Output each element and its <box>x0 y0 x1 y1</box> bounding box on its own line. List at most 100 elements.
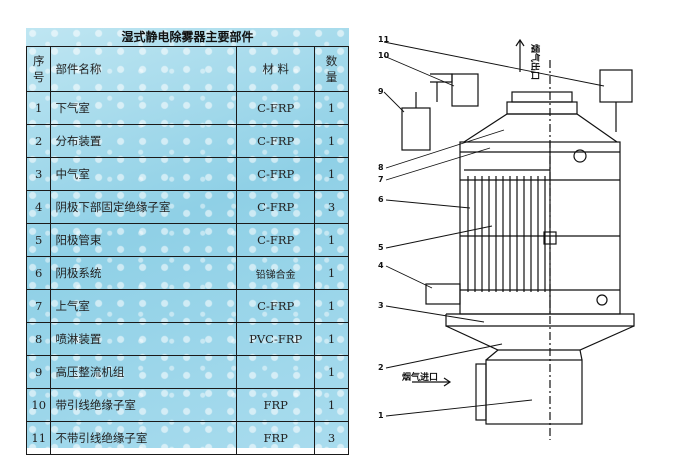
header-no-line2: 号 <box>32 70 45 84</box>
callout-2: 2 <box>378 363 384 372</box>
cell-material: 铅锑合金 <box>236 256 315 290</box>
cell-material <box>236 355 315 389</box>
cell-qty: 1 <box>313 322 350 356</box>
inlet-flange <box>475 363 487 421</box>
header-no: 序 号 <box>25 46 52 92</box>
cell-no: 11 <box>25 421 52 455</box>
cell-name: 下气室 <box>50 91 238 125</box>
sight-port-bottom <box>596 294 608 306</box>
cell-qty: 1 <box>313 91 350 125</box>
cell-qty: 1 <box>313 289 350 323</box>
outlet-stack <box>599 69 633 103</box>
cell-material: C-FRP <box>236 91 315 125</box>
cell-material: PVC-FRP <box>236 322 315 356</box>
cell-qty: 1 <box>313 157 350 191</box>
callout-9: 9 <box>378 87 384 96</box>
cell-name: 阳极管束 <box>50 223 238 257</box>
callout-1: 1 <box>378 411 384 420</box>
cell-qty: 3 <box>313 190 350 224</box>
callout-5: 5 <box>378 243 384 252</box>
wesp-drawing: 11 10 9 8 7 6 5 4 3 2 1 烟气进口 烟气出口 <box>372 30 672 448</box>
cell-qty: 1 <box>313 388 350 422</box>
cell-material: FRP <box>236 388 315 422</box>
cell-name: 不带引线绝缘子室 <box>50 421 238 455</box>
cell-no: 6 <box>25 256 52 290</box>
header-name: 部件名称 <box>50 46 238 92</box>
inlet-duct <box>485 359 583 425</box>
insulator-room-10 <box>451 73 479 107</box>
anode-tube-bundle <box>467 176 546 292</box>
table-title: 湿式静电除雾器主要部件 <box>121 30 254 44</box>
top-hatch <box>506 101 578 115</box>
callout-4: 4 <box>378 261 384 270</box>
cell-qty: 1 <box>313 124 350 158</box>
header-qty: 数 量 <box>313 46 350 92</box>
outlet-label: 烟气出口 <box>529 44 541 80</box>
cell-name: 带引线绝缘子室 <box>50 388 238 422</box>
cell-qty: 1 <box>313 256 350 290</box>
header-qty-line1: 数 <box>325 54 338 68</box>
cell-no: 9 <box>25 355 52 389</box>
cell-name: 阴极系统 <box>50 256 238 290</box>
cell-qty: 1 <box>313 223 350 257</box>
cell-name: 分布装置 <box>50 124 238 158</box>
top-cone <box>463 113 618 143</box>
callout-7: 7 <box>378 175 384 184</box>
callout-leaders <box>383 41 605 417</box>
callout-6: 6 <box>378 195 384 204</box>
table-header-row: 序 号 部件名称 材 料 数 量 <box>25 46 350 92</box>
cell-no: 5 <box>25 223 52 257</box>
cell-name: 上气室 <box>50 289 238 323</box>
sight-port-top <box>573 149 587 163</box>
cell-material: C-FRP <box>236 124 315 158</box>
lower-cone <box>445 325 635 351</box>
hv-lead <box>430 73 453 83</box>
callout-11: 11 <box>378 35 390 44</box>
cell-no: 3 <box>25 157 52 191</box>
header-qty-line2: 量 <box>325 70 338 84</box>
callout-8: 8 <box>378 163 384 172</box>
cell-no: 10 <box>25 388 52 422</box>
cell-no: 4 <box>25 190 52 224</box>
inlet-label: 烟气进口 <box>402 371 438 383</box>
inlet-arrowhead <box>443 377 452 387</box>
cell-material: FRP <box>236 421 315 455</box>
callout-10: 10 <box>378 51 390 60</box>
header-no-line1: 序 <box>32 54 45 68</box>
cell-name: 高压整流机组 <box>50 355 238 389</box>
wesp-drawing-svg: 11 10 9 8 7 6 5 4 3 2 1 烟气进口 烟气出口 <box>378 35 635 440</box>
header-material: 材 料 <box>236 46 315 92</box>
cell-no: 2 <box>25 124 52 158</box>
cell-material: C-FRP <box>236 157 315 191</box>
side-nozzle <box>425 283 461 305</box>
cell-material: C-FRP <box>236 289 315 323</box>
outlet-arrowhead <box>515 38 525 47</box>
cell-no: 7 <box>25 289 52 323</box>
cell-name: 阴极下部固定绝缘子室 <box>50 190 238 224</box>
cell-name: 中气室 <box>50 157 238 191</box>
cell-no: 8 <box>25 322 52 356</box>
cell-material: C-FRP <box>236 190 315 224</box>
cell-qty: 3 <box>313 421 350 455</box>
callout-3: 3 <box>378 301 384 310</box>
inlet-flange-r <box>579 349 583 361</box>
cell-no: 1 <box>25 91 52 125</box>
inlet-flange-l <box>485 349 499 361</box>
cell-material: C-FRP <box>236 223 315 257</box>
cell-qty: 1 <box>313 355 350 389</box>
cell-name: 喷淋装置 <box>50 322 238 356</box>
top-cap <box>511 91 573 103</box>
